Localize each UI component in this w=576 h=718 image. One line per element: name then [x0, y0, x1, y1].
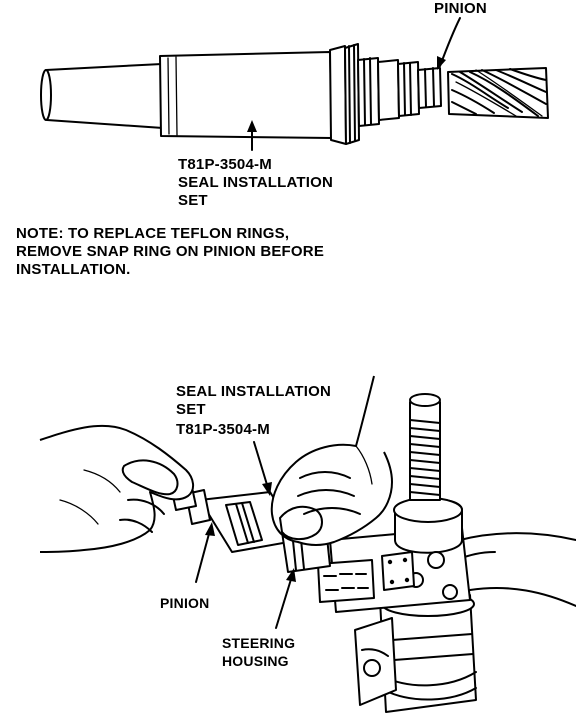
top-tool-leader [247, 120, 257, 151]
right-hand [270, 375, 393, 546]
top-tool-label-line-3: SET [178, 192, 208, 209]
bottom-tool-label-line-3: T81P-3504-M [176, 421, 270, 438]
tool-small-end [45, 63, 164, 129]
bottom-tool-label-line-1: SEAL INSTALLATION [176, 383, 331, 400]
top-pinion-label: PINION [434, 0, 487, 17]
tool-collar [329, 45, 347, 145]
input-shaft [409, 393, 441, 501]
housing-label-line-1: STEERING [222, 635, 295, 651]
top-tool-label-line-1: T81P-3504-M [178, 156, 272, 173]
steering-housing [317, 497, 477, 713]
tool-body [159, 51, 333, 139]
bottom-pinion-leader [195, 522, 215, 583]
pinion-gear-top [447, 67, 549, 119]
housing-label-line-2: HOUSING [222, 653, 289, 669]
top-tool-label-line-2: SEAL INSTALLATION [178, 174, 333, 191]
bottom-tool-label-line-2: SET [176, 401, 206, 418]
left-hand [39, 424, 194, 553]
note-line-2: REMOVE SNAP RING ON PINION BEFORE [16, 243, 324, 260]
note-line-3: INSTALLATION. [16, 261, 131, 278]
bottom-pinion-label: PINION [160, 595, 209, 611]
pinion-neck [417, 67, 442, 109]
top-pinion-leader [437, 17, 461, 70]
note-line-1: NOTE: TO REPLACE TEFLON RINGS, [16, 225, 289, 242]
top-tool-assembly [40, 43, 442, 145]
bottom-housing-leader [275, 568, 296, 629]
bottom-tool [169, 477, 331, 573]
background-frame [454, 532, 576, 607]
bottom-tool-leader [253, 441, 272, 496]
